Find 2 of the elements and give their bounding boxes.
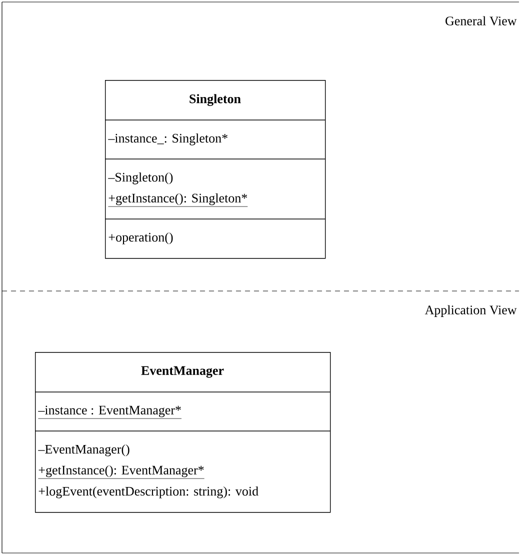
- class-box: Singleton –instance_: Singleton* –Singleton() +getInstance(): Singleton* +operation(): [104, 80, 326, 259]
- class-box: EventManager –instance : EventManager* –EventManager() +getInstance(): EventManager* +logEvent(eventDescription: string): void: [34, 352, 331, 513]
